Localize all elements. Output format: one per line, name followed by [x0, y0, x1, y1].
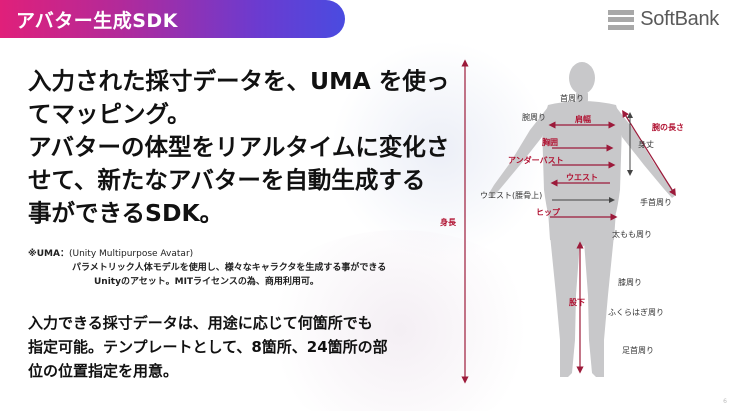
headline-line: 入力された採寸データを、UMA を使っ [28, 67, 450, 95]
label-shoulder-width: 肩幅 [575, 114, 591, 124]
page-number: 6 [723, 398, 727, 405]
headline-line: 事ができるSDK。 [28, 199, 224, 227]
human-silhouette [488, 62, 676, 377]
label-upper-arm: 腕周り [522, 112, 546, 122]
label-waist-hip: ウエスト(腰骨上) [480, 191, 542, 200]
label-arm-length: 腕の長さ [651, 122, 684, 132]
headline-line: てマッピング。 [28, 100, 191, 128]
uma-footnote: ※UMA：(Unity Multipurpose Avatar) パラメトリック… [28, 247, 386, 289]
footnote-term: (Unity Multipurpose Avatar) [68, 249, 194, 259]
body-diagram: 身長 首周り 腕周り 肩幅 腕の長さ 胸囲 身丈 アンダーバスト ウエスト ウエ… [440, 59, 684, 384]
label-neck: 首周り [560, 93, 584, 103]
label-total-height: 身長 [440, 217, 457, 227]
label-height-body: 身丈 [638, 139, 654, 149]
description-line: 指定可能。テンプレートとして、8箇所、24箇所の部 [28, 338, 388, 356]
logo-mark-icon [608, 9, 635, 30]
label-waist: ウエスト [566, 173, 598, 182]
softbank-logo: SoftBank [608, 8, 719, 31]
footnote-line: Unityのアセット。MITライセンスの為、商用利用可。 [94, 277, 319, 287]
label-chest: 胸囲 [542, 137, 558, 147]
footnote-line: ※UMA：(Unity Multipurpose Avatar) [28, 247, 386, 261]
background-decoration [250, 230, 550, 411]
description-line: 位の位置指定を用意。 [28, 362, 179, 380]
body-measurement-figure: 身長 首周り 腕周り 肩幅 腕の長さ 胸囲 身丈 アンダーバスト ウエスト ウエ… [430, 55, 730, 405]
slide-title: アバター生成SDK [16, 9, 178, 32]
label-knee: 膝周り [618, 277, 642, 287]
label-hip: ヒップ [536, 207, 561, 217]
background-decoration [330, 40, 550, 260]
footnote-line: パラメトリック人体モデルを使用し、様々なキャラクタを生成する事ができる [72, 263, 387, 273]
total-height-arrow: 身長 [440, 59, 469, 384]
label-thigh: 太もも周り [612, 229, 652, 239]
label-wrist: 手首周り [640, 197, 672, 207]
logo-text: SoftBank [640, 8, 719, 30]
label-underbust: アンダーバスト [508, 155, 564, 165]
headline-line: アバターの体型をリアルタイムに変化さ [28, 133, 450, 161]
headline-line: せて、新たなアバターを自動生成する [28, 166, 426, 194]
label-calf: ふくらはぎ周り [608, 307, 664, 317]
label-ankle: 足首周り [622, 345, 654, 355]
label-inseam: 股下 [569, 297, 585, 307]
title-banner: アバター生成SDK [0, 0, 345, 38]
description-paragraph: 入力できる採寸データは、用途に応じて何箇所でも 指定可能。テンプレートとして、8… [28, 311, 448, 383]
description-line: 入力できる採寸データは、用途に応じて何箇所でも [28, 314, 373, 332]
footnote-lead: ※UMA： [28, 249, 69, 259]
headline: 入力された採寸データを、UMA を使っ てマッピング。 アバターの体型をリアルタ… [28, 65, 450, 230]
